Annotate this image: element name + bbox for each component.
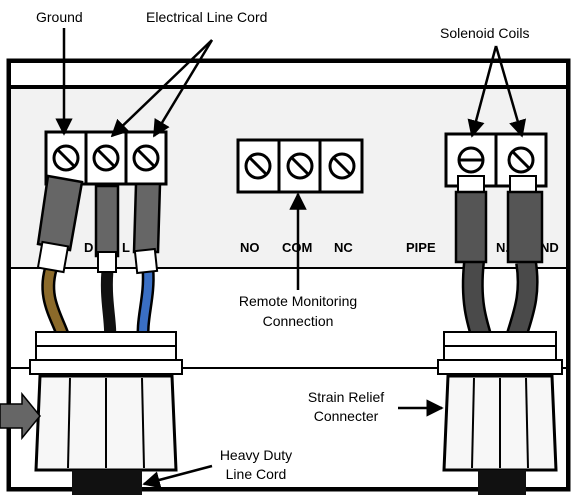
terminal-label-left-partial: D (84, 240, 93, 255)
neutral-screw-icon (132, 144, 160, 172)
solenoid-arrow-1 (467, 45, 498, 138)
com-screw-icon (286, 152, 314, 180)
power-terminal-block: D L (44, 130, 168, 255)
callout-remote-line1: Remote Monitoring (239, 293, 357, 309)
nc-screw-icon (328, 152, 356, 180)
callout-line-cord: Electrical Line Cord (146, 9, 267, 25)
solenoid-arrow-2 (494, 45, 527, 138)
ground-screw-icon (52, 144, 80, 172)
terminal-label-right-partial2: ND (540, 240, 559, 255)
coil2-screw-icon (507, 146, 535, 174)
callout-ground: Ground (36, 9, 83, 25)
left-edge-arrow (0, 391, 41, 441)
no-screw-icon (244, 152, 272, 180)
heavy-cord-arrow (142, 464, 213, 489)
remote-terminal-block: NO COM NC (236, 138, 364, 255)
callout-heavy-line1: Heavy Duty (220, 447, 292, 463)
right-strain-relief (437, 331, 563, 495)
terminal-label-nc: NC (334, 240, 353, 255)
enclosure-top-strip (9, 61, 568, 87)
left-strain-relief (29, 331, 183, 495)
line-cord-arrow-2 (152, 39, 214, 138)
callout-solenoid: Solenoid Coils (440, 25, 530, 41)
callout-remote-line2: Connection (263, 313, 334, 329)
line-cord-arrow-1 (110, 39, 213, 138)
terminal-label-no: NO (240, 240, 260, 255)
callout-strain-line2: Connecter (314, 408, 379, 424)
terminal-label-left-partial2: L (122, 240, 130, 255)
callout-heavy-line2: Line Cord (226, 466, 287, 482)
line-screw-icon (92, 144, 120, 172)
terminal-label-pipe: PIPE (406, 240, 436, 255)
coil1-screw-icon (457, 146, 485, 174)
callout-strain-line1: Strain Relief (308, 389, 384, 405)
